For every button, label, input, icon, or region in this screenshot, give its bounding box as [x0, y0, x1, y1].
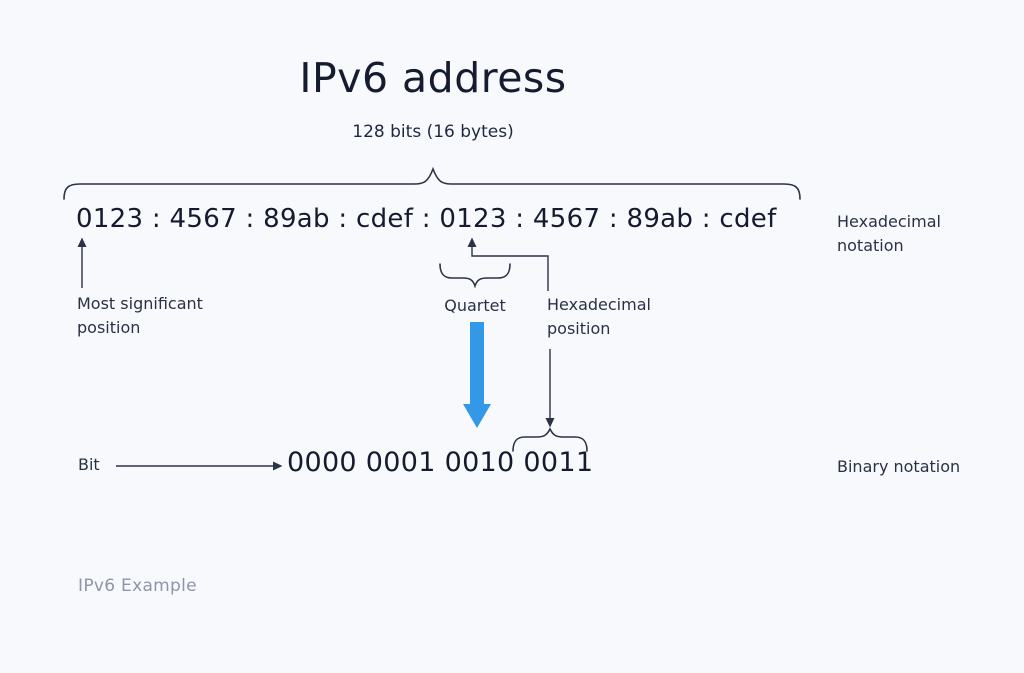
binary-position-down-arrow-icon	[545, 349, 555, 428]
blue-down-arrow-icon	[463, 322, 491, 428]
binary-notation-label: Binary notation	[837, 457, 961, 476]
hex-notation-label: Hexadecimal notation	[837, 212, 941, 255]
page-title: IPv6 address	[299, 54, 567, 102]
hex-position-label: Hexadecimal position	[547, 295, 651, 338]
page-subtitle: 128 bits (16 bytes)	[352, 122, 514, 142]
binary-value: 0000 0001 0010 0011	[287, 447, 594, 478]
span-brace-icon	[63, 166, 801, 200]
hex-address-value: 0123 : 4567 : 89ab : cdef : 0123 : 4567 …	[76, 204, 777, 234]
most-significant-arrow-icon	[77, 237, 87, 288]
quartet-label: Quartet	[444, 296, 506, 315]
quartet-brace-icon	[439, 263, 511, 289]
bit-arrow-icon	[116, 461, 283, 471]
most-significant-label: Most significant position	[77, 294, 203, 337]
hex-position-elbow-arrow-icon	[467, 237, 549, 291]
bit-label: Bit	[78, 455, 100, 474]
footer-caption: IPv6 Example	[78, 576, 197, 596]
